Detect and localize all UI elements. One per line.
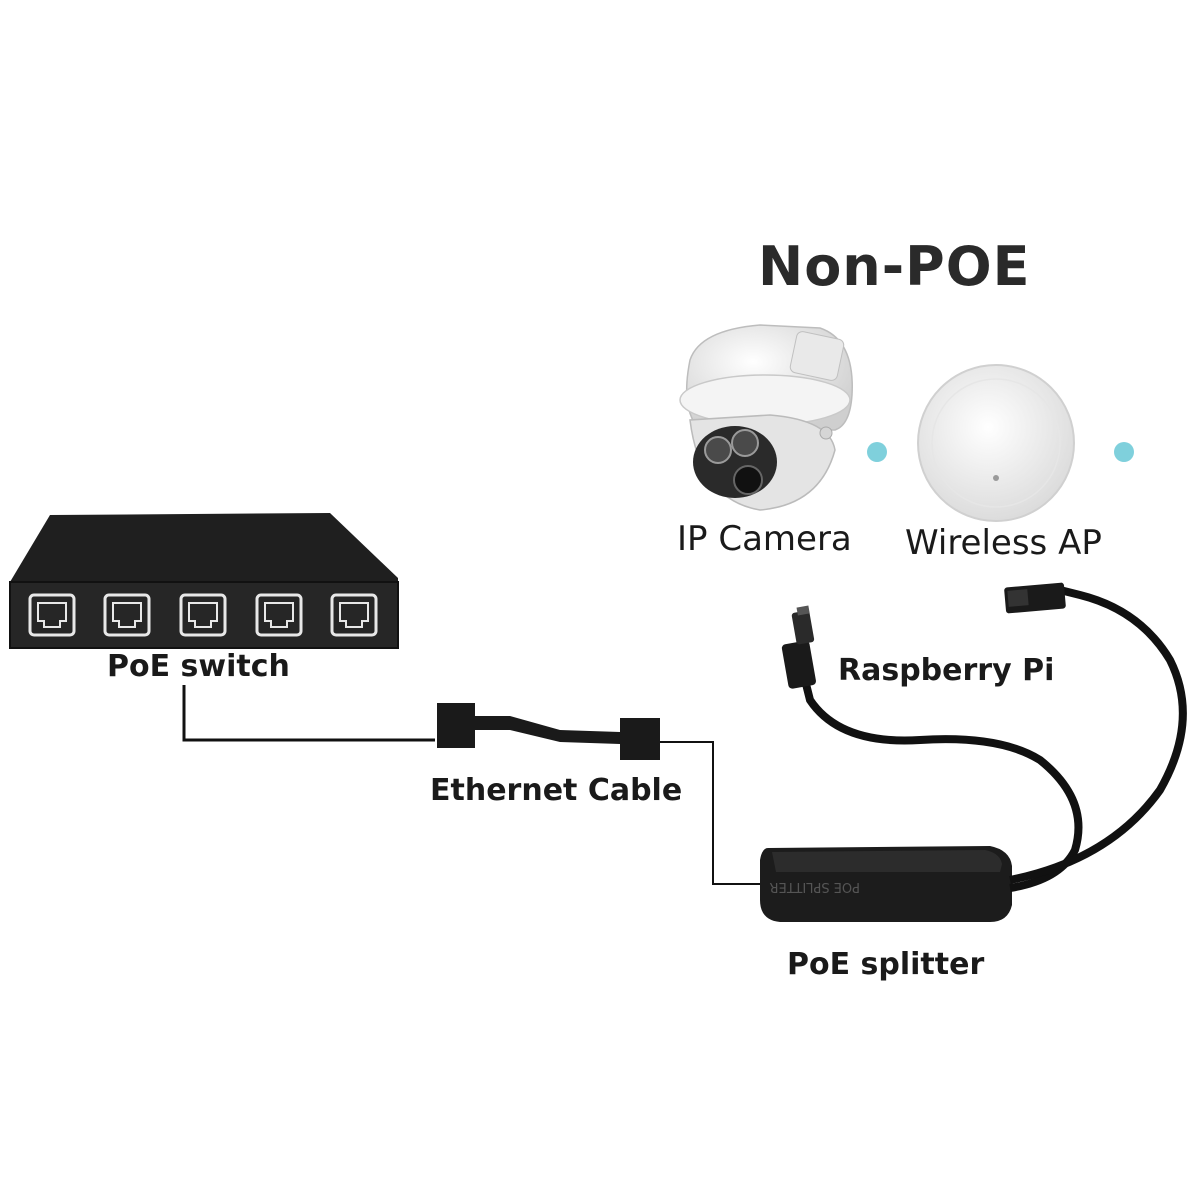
diagram-title: Non-POE [758,235,1031,298]
dc-barrel-plug [781,605,816,689]
poe-splitter: POE SPLITTER [760,846,1012,922]
camera-indicator-dot [867,442,887,462]
switch-port [103,593,151,637]
switch-port [330,593,378,637]
switch-port [179,593,227,637]
wireless-ap [917,364,1075,522]
ip-camera-label: IP Camera [677,519,852,559]
splitter-cables [801,586,1187,892]
ap-indicator-dot [1114,442,1134,462]
wireless-ap-label: Wireless AP [905,523,1102,563]
poe-splitter-label: PoE splitter [787,947,985,982]
rj45-plug [1004,582,1066,614]
wire-switch-to-cable [182,685,435,742]
wire-cable-to-splitter [660,741,768,885]
switch-port [255,593,303,637]
ip-camera [679,324,853,511]
splitter-print: POE SPLITTER [770,879,861,894]
raspberry-pi-label: Raspberry Pi [838,653,1055,688]
switch-port [28,593,76,637]
poe-switch [9,513,399,649]
ethernet-cable [437,703,660,760]
poe-switch-label: PoE switch [107,649,290,684]
ethernet-cable-label: Ethernet Cable [430,773,683,808]
